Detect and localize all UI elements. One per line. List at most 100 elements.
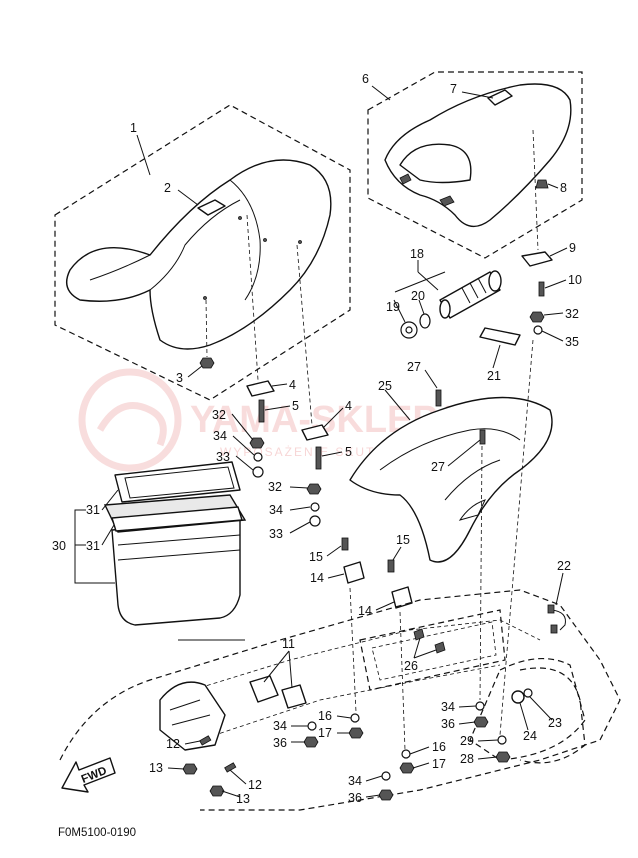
leader-16b (409, 746, 430, 755)
part-23-ring (523, 688, 533, 698)
part-4-guide-right (296, 244, 313, 426)
forward-direction-arrow: FWD (61, 757, 116, 793)
callout-27a: 27 (407, 360, 421, 374)
part-30-box-body (111, 519, 241, 626)
part-29-washer (497, 735, 507, 745)
part-16-washer-right (401, 749, 411, 759)
part-36-nut-bottom (378, 789, 394, 801)
seat-front-hole-b (263, 238, 267, 242)
callout-33b: 33 (269, 527, 283, 541)
callout-17a: 17 (318, 726, 332, 740)
seat-front-hole-d (203, 296, 207, 300)
leader-4b (322, 407, 344, 429)
callout-17b: 17 (432, 757, 446, 771)
part-26-screw-right (434, 641, 446, 654)
part-27-bolt-right (479, 429, 486, 445)
leader-36c (458, 721, 476, 725)
part-20-ring (419, 313, 431, 329)
part-15-bolt-upper (341, 537, 349, 551)
seat-rear (384, 83, 572, 228)
callout-36a: 36 (273, 736, 287, 750)
seat-assembly-boundary (54, 104, 351, 401)
callout-34b: 34 (269, 503, 283, 517)
callout-35: 35 (565, 335, 579, 349)
callout-34c: 34 (273, 719, 287, 733)
leader-12b (229, 769, 247, 785)
part-25-cover-inner (379, 428, 521, 501)
part-13-nut-upper (182, 763, 198, 775)
forward-arrow-icon (61, 757, 116, 793)
leader-32a (231, 413, 254, 441)
callout-12a: 12 (166, 737, 180, 751)
diagram-code: F0M5100-0190 (58, 827, 136, 839)
leader-34b (289, 506, 311, 511)
leader-19 (393, 299, 406, 323)
part-9-guide (532, 129, 539, 251)
part-33-washer-left (252, 466, 264, 478)
guide-35-down (499, 339, 534, 736)
hull-right-mound (519, 667, 586, 764)
leader-16a (336, 715, 352, 719)
leader-15b (392, 546, 402, 561)
leader-31b (101, 524, 115, 546)
part-34-washer-bottom-left (307, 721, 317, 731)
part-17-nut-right (399, 762, 415, 774)
callout-4a: 4 (289, 378, 296, 392)
callout-6: 6 (362, 72, 369, 86)
callout-15a: 15 (309, 550, 323, 564)
callout-34a: 34 (213, 429, 227, 443)
leader-9 (549, 247, 568, 257)
seat-rear-grip (487, 89, 513, 106)
leader-22 (555, 572, 564, 606)
front-console-detail (169, 699, 211, 726)
callout-2: 2 (164, 181, 171, 195)
part-11-latch-right (281, 684, 307, 709)
part-3-guide (205, 299, 208, 358)
part-3-nut (199, 357, 215, 369)
part-31-gasket-bottom (111, 506, 243, 532)
callout-32a: 32 (212, 408, 226, 422)
callout-14a: 14 (310, 571, 324, 585)
part-18-hose-inlet (439, 299, 451, 319)
part-31-gasket-inner (124, 466, 235, 499)
callout-9: 9 (569, 241, 576, 255)
seat-rear-body (384, 83, 572, 228)
leader-24 (519, 702, 529, 731)
leader-36b (365, 794, 381, 798)
callout-32c: 32 (565, 307, 579, 321)
part-14-mount-upper (343, 561, 365, 584)
part-5-bolt-right (315, 446, 322, 470)
part-34-washer-left (253, 452, 263, 462)
leader-14b (375, 601, 395, 611)
part-15-bolt-lower (387, 559, 395, 573)
callout-18: 18 (410, 247, 424, 261)
callout-3: 3 (176, 371, 183, 385)
hull-storage-tray-inner (371, 621, 497, 681)
callout-30: 30 (52, 539, 66, 553)
leader-11 (263, 650, 293, 689)
callout-36c: 36 (441, 717, 455, 731)
part-13-nut-lower (209, 785, 225, 797)
callout-7: 7 (450, 82, 457, 96)
part-22-hose (551, 609, 566, 631)
seat-rear-handle-cutout (399, 143, 472, 184)
callout-19: 19 (386, 300, 400, 314)
leader-31a (101, 489, 119, 511)
callout-13a: 13 (149, 761, 163, 775)
seat-front (66, 159, 332, 350)
leader-29 (477, 739, 499, 742)
seat-front-handle (197, 199, 226, 216)
part-5-bolt-left (258, 399, 265, 423)
callout-4b: 4 (345, 399, 352, 413)
callout-22: 22 (557, 559, 571, 573)
callout-5a: 5 (292, 399, 299, 413)
leader-27b (447, 439, 481, 467)
callout-20: 20 (411, 289, 425, 303)
guide-14-upper (349, 587, 357, 713)
callout-10: 10 (568, 273, 582, 287)
callout-16b: 16 (432, 740, 446, 754)
callout-26: 26 (404, 659, 418, 673)
hull-deck-outline (59, 589, 621, 811)
callout-28: 28 (460, 752, 474, 766)
